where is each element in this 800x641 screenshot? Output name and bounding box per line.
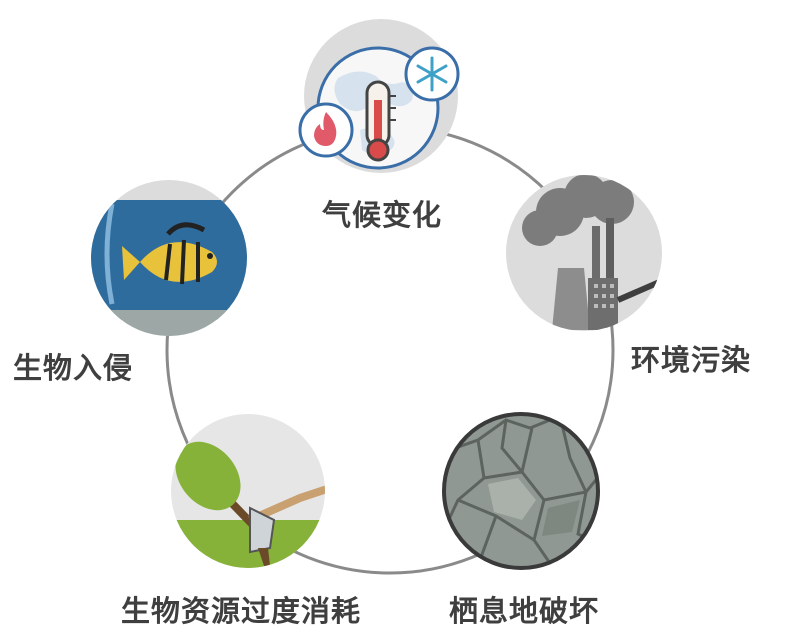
climate-change-node (298, 19, 460, 173)
label-climate-change: 气候变化 (322, 198, 443, 232)
cracked-earth-icon (444, 414, 598, 568)
label-invasion: 生物入侵 (13, 351, 134, 385)
label-pollution: 环境污染 (631, 343, 752, 377)
invasion-node (91, 180, 247, 336)
snowflake-icon (404, 46, 460, 102)
habitat-node (442, 412, 600, 570)
pollution-node (506, 175, 662, 331)
label-habitat: 栖息地破坏 (449, 594, 600, 628)
fire-icon (298, 102, 354, 158)
fish-bowl-icon (91, 200, 247, 336)
label-overuse: 生物资源过度消耗 (121, 594, 362, 628)
